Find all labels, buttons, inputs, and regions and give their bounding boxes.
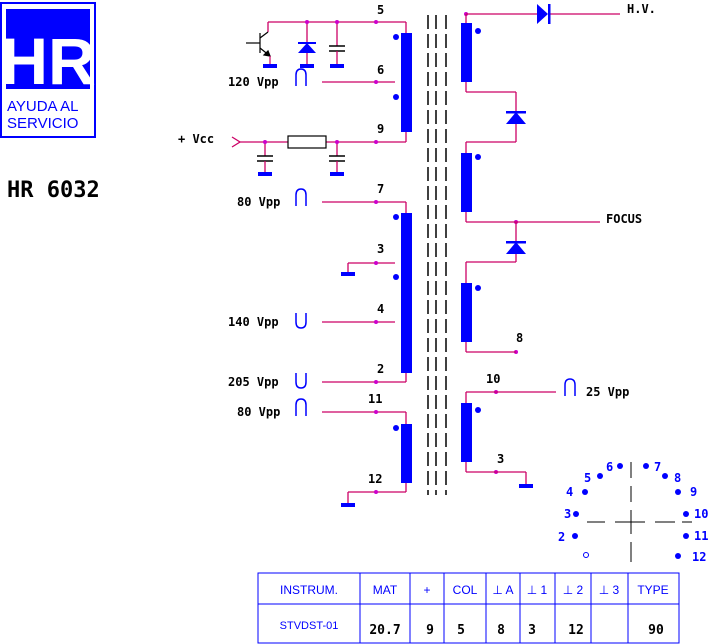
pin-4-label: 4 xyxy=(377,302,384,316)
vcc-input: + Vcc xyxy=(178,132,242,148)
pinout-10: 10 xyxy=(694,507,708,521)
winding-secondary-4 xyxy=(461,403,472,462)
table-header-col: COL xyxy=(453,583,478,597)
pin-12-label: 12 xyxy=(368,472,382,486)
table-header-ground-3: ⊥ 3 xyxy=(599,583,620,597)
table-cell-type: 90 xyxy=(648,623,664,638)
ground-icon xyxy=(519,484,533,488)
table-header-plus: + xyxy=(423,583,430,597)
table-header-mat: MAT xyxy=(373,583,398,597)
pin-2-label: 2 xyxy=(377,362,384,376)
ground-icon xyxy=(341,272,355,276)
logo-line2: SERVICIO xyxy=(7,115,78,132)
pinout-9: 9 xyxy=(690,485,697,499)
negative-pulse-icon xyxy=(295,313,307,329)
table-cell-plus: 9 xyxy=(426,623,434,638)
pinout-8: 8 xyxy=(674,471,681,485)
pinout-12: 12 xyxy=(692,550,706,564)
diode-d2 xyxy=(506,111,526,124)
pinout-3: 3 xyxy=(564,507,571,521)
primary-wiring xyxy=(240,21,407,503)
positive-pulse-icon xyxy=(295,68,307,86)
logo-initials: HR xyxy=(0,24,95,98)
pin-5-label: 5 xyxy=(377,3,384,17)
pinout-4: 4 xyxy=(566,485,573,499)
pin-6-label: 6 xyxy=(377,63,384,77)
hv-label: H.V. xyxy=(627,2,656,16)
diode-d3 xyxy=(506,241,526,254)
pin-11-label: 11 xyxy=(368,392,382,406)
resistor xyxy=(287,135,327,149)
pinout-6: 6 xyxy=(606,460,613,474)
pin-3-secondary-label: 3 xyxy=(497,452,504,466)
hv-diode xyxy=(537,4,551,24)
pin-10-label: 10 xyxy=(486,372,500,386)
winding-secondary-2 xyxy=(461,153,472,212)
pinout-2: 2 xyxy=(558,530,565,544)
signal-pin-6: 120 Vpp xyxy=(228,75,279,89)
pinout-5: 5 xyxy=(584,471,591,485)
winding-secondary-3 xyxy=(461,283,472,342)
table-cell-ground-1: 3 xyxy=(528,623,536,638)
pin-9-label: 9 xyxy=(377,122,384,136)
spec-table: INSTRUM. MAT + COL ⊥ A ⊥ 1 ⊥ 2 ⊥ 3 TYPE … xyxy=(257,572,680,644)
signal-pin-7: 80 Vpp xyxy=(237,195,280,209)
model-title: HR 6032 xyxy=(7,178,100,203)
table-header-ground-2: ⊥ 2 xyxy=(563,583,584,597)
table-header-instrum: INSTRUM. xyxy=(280,583,338,597)
junction-dots xyxy=(263,12,518,494)
winding-primary-2 xyxy=(401,213,412,373)
pinout-7: 7 xyxy=(654,460,661,474)
transformer-core xyxy=(427,15,447,495)
transistor xyxy=(246,31,277,68)
table-header-ground-1: ⊥ 1 xyxy=(527,583,548,597)
polarity-dots xyxy=(393,28,481,431)
signal-pin-4: 140 Vpp xyxy=(228,315,279,329)
pin-3-label: 3 xyxy=(377,242,384,256)
focus-label: FOCUS xyxy=(606,212,642,226)
table-header-ground-a: ⊥ A xyxy=(492,583,513,597)
winding-secondary-1 xyxy=(461,23,472,82)
table-cell-ground-a: 8 xyxy=(497,623,505,638)
winding-primary-1 xyxy=(401,33,412,132)
signal-pin-2: 205 Vpp xyxy=(228,375,279,389)
logo: HR AYUDA AL SERVICIO xyxy=(0,2,96,138)
secondary-wiring xyxy=(465,13,620,484)
vcc-label: + Vcc xyxy=(178,132,214,146)
winding-primary-3 xyxy=(401,424,412,483)
ground-icon xyxy=(341,503,355,507)
table-header-type: TYPE xyxy=(637,583,668,597)
logo-badge xyxy=(6,9,90,89)
pin-10-signal: 25 Vpp xyxy=(586,385,629,399)
pinout-diagram: 3 4 5 6 7 8 9 10 11 12 2 xyxy=(558,460,708,564)
capacitor-c1 xyxy=(329,45,345,68)
zener-diode xyxy=(298,42,316,68)
table-cell-ground-2: 12 xyxy=(568,623,584,638)
positive-pulse-icon xyxy=(295,398,307,416)
signal-pin-11: 80 Vpp xyxy=(237,405,280,419)
pinout-11: 11 xyxy=(694,529,708,543)
capacitor-c3 xyxy=(329,155,345,176)
positive-pulse-icon xyxy=(295,188,307,206)
negative-pulse-icon xyxy=(295,373,307,389)
table-cell-instrum: STVDST-01 xyxy=(280,620,339,632)
positive-pulse-icon xyxy=(564,378,576,396)
capacitor-c2 xyxy=(257,155,273,176)
logo-line1: AYUDA AL xyxy=(7,98,78,115)
pin-7-label: 7 xyxy=(377,182,384,196)
table-cell-col: 5 xyxy=(457,623,465,638)
pin-8-label: 8 xyxy=(516,331,523,345)
table-cell-mat: 20.7 xyxy=(369,623,400,638)
